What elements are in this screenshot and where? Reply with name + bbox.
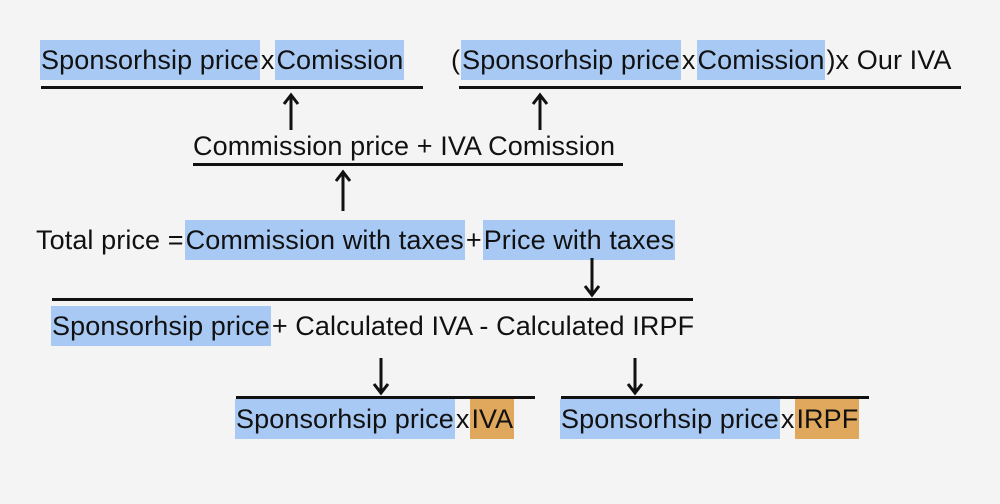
token-multiply: x <box>260 45 275 75</box>
token-comission: Comission <box>275 40 405 80</box>
token-open-paren: ( <box>451 45 461 75</box>
arrow-price-with-taxes-to-expansion <box>583 258 601 298</box>
token-total-price-label: Total price = <box>36 225 184 255</box>
rule-calculated-iva <box>236 396 535 399</box>
token-sponsorship-price: Sponsorhsip price <box>51 306 271 346</box>
formula-commission-base: Sponsorhsip price x Comission <box>40 40 405 80</box>
token-sponsorship-price: Sponsorhsip price <box>235 399 455 439</box>
rule-commission-with-taxes <box>193 163 623 166</box>
arrow-commission-with-taxes-to-commission-base <box>282 92 300 130</box>
token-irpf: IRPF <box>795 399 860 439</box>
formula-commission-with-taxes: Commission price + IVA Comission <box>192 126 616 166</box>
token-price-with-taxes: Price with taxes <box>482 220 676 260</box>
formula-total-price: Total price = Commission with taxes + Pr… <box>35 220 676 260</box>
arrow-calculated-irpf-to-expansion <box>626 358 644 396</box>
token-commission-price-plus-iva: Commission price + IVA Comission <box>193 131 616 161</box>
arrow-total-price-to-commission-with-taxes <box>334 169 352 211</box>
formula-price-with-taxes: Sponsorhsip price + Calculated IVA - Cal… <box>51 306 695 346</box>
token-commission-with-taxes: Commission with taxes <box>184 220 465 260</box>
arrow-commission-with-taxes-to-iva-commission <box>531 92 549 130</box>
rule-commission-base <box>41 86 423 89</box>
rule-calculated-irpf <box>561 396 869 399</box>
formula-calculated-irpf: Sponsorhsip price x IRPF <box>560 399 860 439</box>
rule-iva-commission <box>459 86 961 89</box>
token-sponsorship-price: Sponsorhsip price <box>40 40 260 80</box>
formula-iva-commission: (Sponsorhsip price x Comission)x Our IVA <box>450 40 953 80</box>
token-close-paren-our-iva: )x Our IVA <box>826 45 952 75</box>
token-plus: + <box>465 225 482 255</box>
formula-calculated-iva: Sponsorhsip price x IVA <box>235 399 515 439</box>
token-sponsorship-price: Sponsorhsip price <box>560 399 780 439</box>
rule-price-with-taxes <box>52 298 693 301</box>
token-multiply: x <box>780 404 795 434</box>
token-iva: IVA <box>470 399 515 439</box>
token-multiply: x <box>455 404 470 434</box>
token-plus-iva-minus-irpf: + Calculated IVA - Calculated IRPF <box>271 311 695 341</box>
token-comission: Comission <box>696 40 826 80</box>
arrow-calculated-iva-to-expansion <box>372 358 390 396</box>
token-sponsorship-price: Sponsorhsip price <box>461 40 681 80</box>
token-multiply: x <box>681 45 696 75</box>
